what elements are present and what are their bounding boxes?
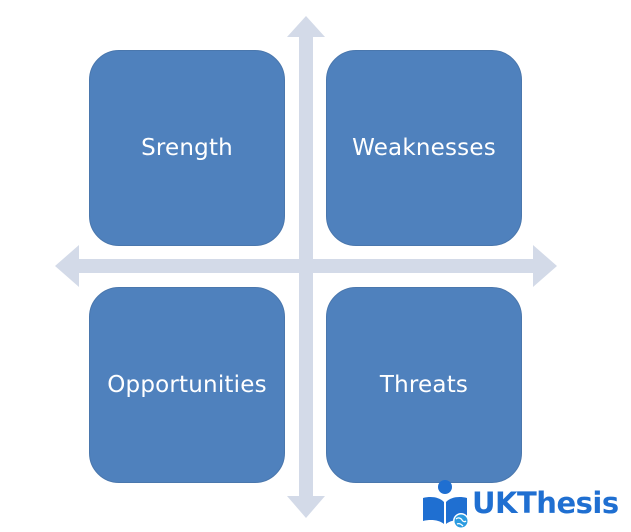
threats-label: Threats: [379, 372, 469, 398]
weaknesses-box: Weaknesses: [326, 50, 522, 246]
weaknesses-label: Weaknesses: [352, 135, 496, 161]
strength-label: Srength: [141, 135, 233, 161]
ukthesis-logo: UKThesis: [418, 476, 628, 530]
logo-text: UKThesis: [472, 485, 619, 520]
strength-box: Srength: [89, 50, 285, 246]
horizontal-axis-arrow: [55, 245, 557, 287]
threats-box: Threats: [326, 287, 522, 483]
opportunities-label: Opportunities: [107, 372, 267, 398]
opportunities-box: Opportunities: [89, 287, 285, 483]
reader-book-globe-icon: [423, 480, 469, 529]
